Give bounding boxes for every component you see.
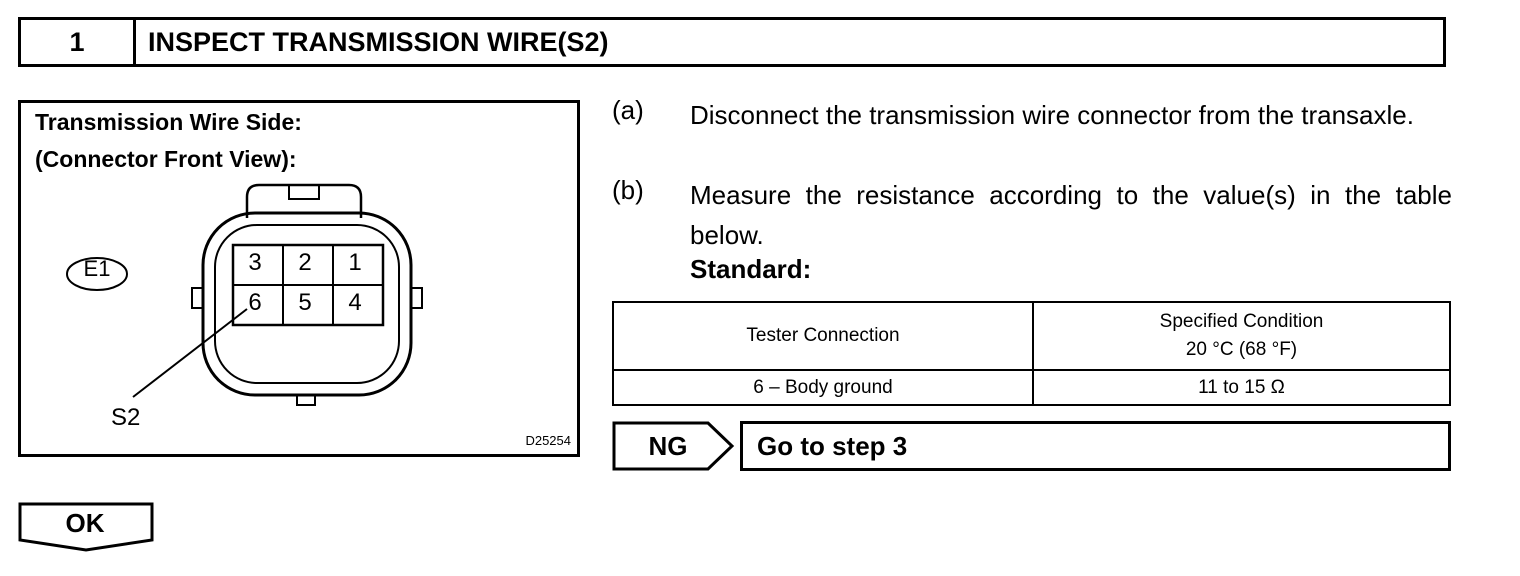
ok-label: OK — [65, 507, 105, 538]
ng-action-box: Go to step 3 — [740, 421, 1451, 471]
ng-label: NG — [648, 430, 688, 461]
table-cell-condition: 11 to 15 Ω — [1032, 369, 1451, 406]
figure-label-line2: (Connector Front View): — [35, 146, 297, 172]
step-header: 1 INSPECT TRANSMISSION WIRE(S2) — [18, 17, 1446, 67]
ok-branch-box: OK — [18, 502, 156, 552]
instruction-a-text: Disconnect the transmission wire connect… — [690, 100, 1414, 130]
terminal-3: 3 — [248, 249, 262, 276]
terminal-5: 5 — [298, 289, 312, 316]
connector-id-label: E1 — [83, 256, 111, 281]
table-header-specified-condition: Specified Condition 20 °C (68 °F) — [1032, 301, 1451, 371]
table-row: 6 – Body ground 11 to 15 Ω — [612, 369, 1451, 406]
standard-label: Standard: — [690, 254, 812, 284]
callout-line — [132, 308, 248, 398]
terminal-1: 1 — [348, 249, 362, 276]
specified-condition-temperature: 20 °C (68 °F) — [1185, 339, 1298, 360]
table-header-row: Tester Connection Specified Condition 20… — [612, 301, 1451, 371]
callout-label: S2 — [111, 404, 141, 431]
connector-figure: Transmission Wire Side: (Connector Front… — [18, 100, 580, 457]
spec-table: Tester Connection Specified Condition 20… — [612, 301, 1451, 406]
instruction-b-text: Measure the resistance according to the … — [690, 180, 1452, 250]
connector-drawing — [66, 183, 423, 406]
ng-arrow-shape — [612, 421, 735, 471]
ok-arrow-shape — [18, 502, 154, 552]
ng-branch-box: NG — [612, 421, 736, 471]
terminal-6: 6 — [248, 289, 262, 316]
instruction-a-letter: (a) — [612, 95, 644, 125]
step-title: INSPECT TRANSMISSION WIRE(S2) — [148, 26, 609, 57]
table-cell-connection: 6 – Body ground — [612, 369, 1034, 406]
table-header-tester-connection: Tester Connection — [612, 301, 1034, 371]
figure-code: D25254 — [525, 433, 571, 448]
terminal-2: 2 — [298, 249, 312, 276]
instruction-b-letter: (b) — [612, 175, 644, 205]
specified-condition-label: Specified Condition — [1159, 311, 1324, 332]
terminal-4: 4 — [348, 289, 362, 316]
figure-label-line1: Transmission Wire Side: — [35, 109, 302, 135]
connector-id-oval — [66, 257, 128, 291]
step-number: 1 — [21, 20, 136, 64]
